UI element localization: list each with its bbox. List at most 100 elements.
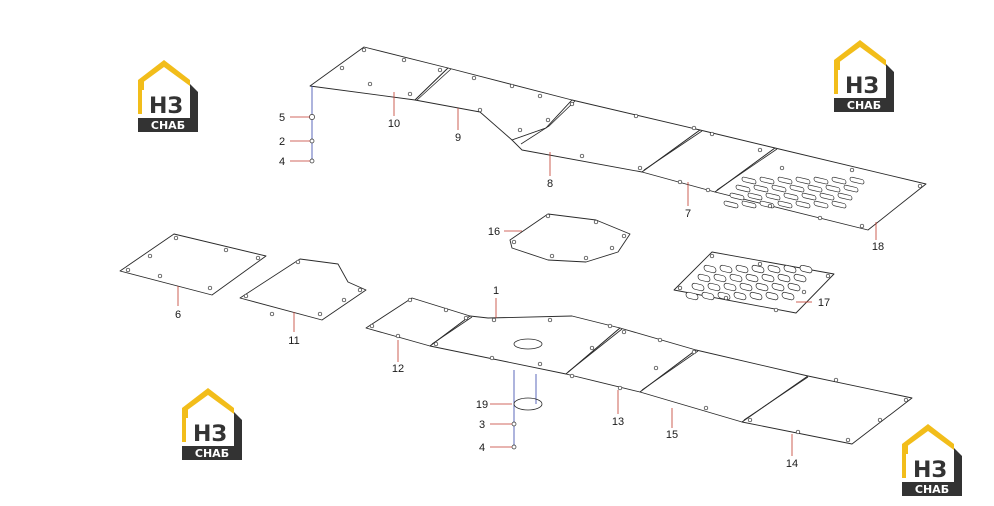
plate-bolts xyxy=(125,213,831,317)
vent-slot xyxy=(723,200,739,209)
bolt-head xyxy=(621,329,627,335)
vent-slot xyxy=(691,282,705,292)
callout-4: 4 xyxy=(279,156,285,168)
fastener-stack-upper xyxy=(309,86,315,164)
vent-slot xyxy=(733,291,747,301)
bolt-head xyxy=(747,417,753,423)
vent-slot xyxy=(783,264,797,274)
vent-slot xyxy=(741,176,757,185)
logo-mark-plate xyxy=(186,418,234,444)
plate-1-opening xyxy=(513,338,543,350)
vent-slot xyxy=(765,192,781,201)
logo-name-bar xyxy=(834,98,894,112)
bolt-head xyxy=(463,315,469,321)
vent-slot xyxy=(735,184,751,193)
plate-11 xyxy=(239,258,367,321)
vent-slot xyxy=(771,184,787,193)
bolt-head xyxy=(489,355,495,361)
logo-name-text: СНАБ xyxy=(195,447,229,460)
bolt-head xyxy=(357,287,363,293)
callout-labels: 5 2 4 10 9 8 7 18 16 6 11 17 1 12 13 15 … xyxy=(175,112,884,470)
plate-17 xyxy=(673,251,835,314)
bolt-head xyxy=(407,297,413,303)
callout-12: 12 xyxy=(392,363,404,375)
callout-10: 10 xyxy=(388,118,400,130)
bolt-head xyxy=(537,93,543,99)
bolt-head xyxy=(917,183,923,189)
bolt-head xyxy=(471,75,477,81)
bolt-head xyxy=(147,253,153,259)
vent-slot xyxy=(777,200,793,209)
vent-slot xyxy=(781,291,795,301)
logo-placements: НЗ СНАБ НЗ СНАБ НЗ СНАБ НЗ СНАБ xyxy=(138,40,962,496)
callout-17: 17 xyxy=(818,297,830,309)
callout-19: 19 xyxy=(476,399,488,411)
logo-house-side xyxy=(184,80,198,126)
vent-slot xyxy=(701,291,715,301)
plate-13-seam xyxy=(567,328,623,373)
brand-logo-1: НЗ СНАБ xyxy=(138,60,198,132)
vent-slot xyxy=(819,192,835,201)
callout-13: 13 xyxy=(612,416,624,428)
callout-1: 1 xyxy=(493,285,499,297)
callout-2: 2 xyxy=(279,136,285,148)
vent-slot xyxy=(789,184,805,193)
brand-logo-4: НЗ СНАБ xyxy=(902,424,962,496)
vent-slot xyxy=(771,282,785,292)
logo-mark-plate xyxy=(838,70,886,96)
vent-slot xyxy=(761,273,775,283)
bolt-head xyxy=(367,81,373,87)
bolt-head xyxy=(549,253,555,259)
plate-16 xyxy=(509,213,631,263)
vent-slot xyxy=(849,176,865,185)
vent-slot xyxy=(799,264,813,274)
bolt-head xyxy=(477,107,483,113)
vent-slot xyxy=(759,176,775,185)
bolt-head xyxy=(677,179,683,185)
bolt-head xyxy=(757,261,763,267)
callout-14: 14 xyxy=(786,458,798,470)
bolt-head xyxy=(703,405,709,411)
callout-6: 6 xyxy=(175,309,181,321)
bolt-head xyxy=(773,307,779,313)
logo-mark-text: НЗ xyxy=(845,74,879,99)
vent-slot xyxy=(843,184,859,193)
vent-slot xyxy=(767,264,781,274)
vent-slot xyxy=(755,282,769,292)
bolt-head xyxy=(545,213,551,219)
bolt-head xyxy=(583,255,589,261)
logo-mark-text: НЗ xyxy=(913,458,947,483)
vent-slot xyxy=(813,200,829,209)
vent-slot xyxy=(751,264,765,274)
vent-slot xyxy=(685,291,699,301)
bolt-head xyxy=(395,333,401,339)
vent-slot xyxy=(783,192,799,201)
bolt-head xyxy=(859,223,865,229)
bolt-head xyxy=(243,293,249,299)
vent-slot xyxy=(777,273,791,283)
vent-slot xyxy=(825,184,841,193)
bolt-head xyxy=(443,307,449,313)
bolt-head xyxy=(157,273,163,279)
lower-floor-assembly xyxy=(365,297,913,445)
bolt-head xyxy=(849,167,855,173)
plate-8-seam xyxy=(520,100,576,145)
bolt-head xyxy=(401,57,407,63)
bolt-head xyxy=(517,127,523,133)
vent-slot xyxy=(795,176,811,185)
plate-9-seam xyxy=(416,68,452,101)
logo-mark-plate xyxy=(142,90,190,116)
lower-bolts xyxy=(369,297,909,443)
vent-slot xyxy=(807,184,823,193)
bolt-head xyxy=(723,295,729,301)
washer-2 xyxy=(309,138,315,144)
vent-slot xyxy=(707,282,721,292)
bolt-head xyxy=(801,289,807,295)
upper-floor-assembly xyxy=(309,46,927,231)
plate-7-seam xyxy=(643,130,703,171)
brand-logo-3: НЗ СНАБ xyxy=(182,388,242,460)
vent-slot xyxy=(747,192,763,201)
bolt-head xyxy=(317,311,323,317)
bolt-head xyxy=(691,349,697,355)
